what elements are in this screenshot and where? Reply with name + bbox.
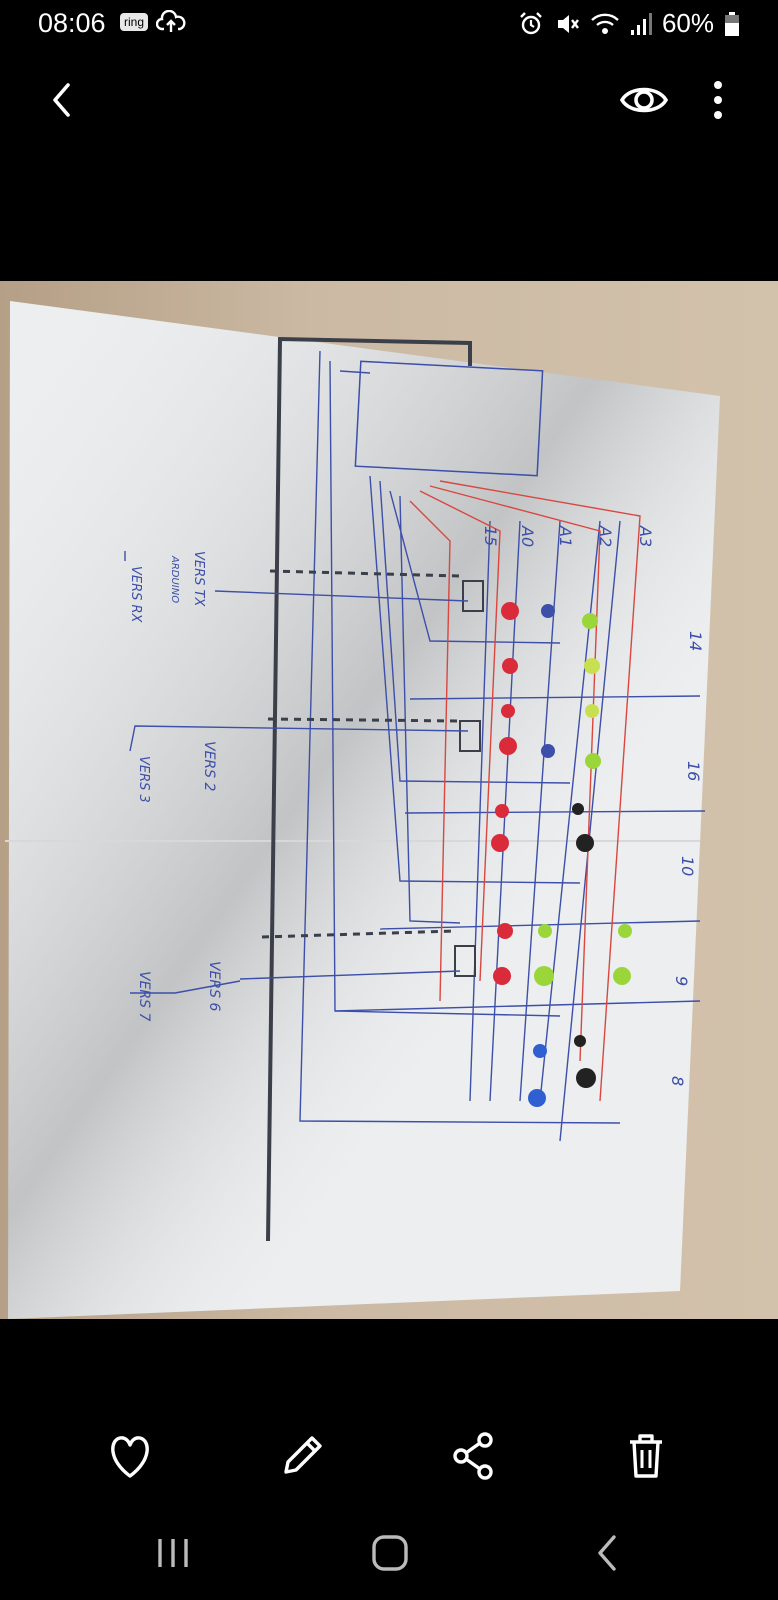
chevron-left-icon [53,83,70,117]
mute-icon [557,14,579,33]
label-a2: A2 [596,525,615,547]
heart-icon [111,1436,149,1478]
cloud-upload-icon [156,10,186,32]
edit-button[interactable] [266,1420,338,1492]
label-15: 15 [481,526,500,546]
label-vers-rx: VERS RX [128,566,143,624]
recents-icon [158,1539,188,1567]
nav-back-icon [598,1535,616,1571]
label-arduino: ARDUINO [169,555,180,603]
viewer-toolbar [0,60,778,140]
label-vers-3: VERS 3 [136,756,151,803]
more-vertical-icon [714,81,722,119]
more-options-button[interactable] [698,75,738,125]
recents-button[interactable] [138,1525,208,1581]
label-vers-2: VERS 2 [201,741,217,791]
home-icon [372,1535,408,1571]
label-a3: A3 [636,525,655,547]
label-9: 9 [672,976,691,986]
status-bar: 08:06 ring 60% [0,0,778,48]
battery-percent: 60% [661,8,714,38]
eye-icon [619,87,669,113]
arduino-board [354,360,544,477]
share-icon [453,1432,493,1480]
back-button[interactable] [40,75,90,125]
label-14: 14 [686,631,705,651]
share-button[interactable] [437,1420,509,1492]
wifi-icon [591,13,619,34]
nav-back-button[interactable] [572,1525,642,1581]
status-time: 08:06 [38,8,106,38]
label-a0: A0 [518,525,537,547]
alarm-icon [520,11,542,34]
ring-notification-icon: ring [120,13,149,31]
trash-icon [630,1434,662,1478]
photo-view[interactable]: 14 16 10 9 8 A3 A2 A1 A0 15 VERS TX ARDU… [0,281,778,1319]
signal-icon [630,12,652,35]
label-vers-tx: VERS TX [191,551,206,607]
label-8: 8 [668,1076,687,1086]
battery-icon [725,11,739,36]
label-a1: A1 [556,525,575,547]
status-right: 60% [518,8,740,39]
label-vers-7: VERS 7 [136,971,152,1021]
photo-action-bar [0,1420,778,1492]
delete-button[interactable] [610,1420,682,1492]
favorite-button[interactable] [94,1420,166,1492]
status-left-icons: ring [120,10,186,34]
label-10: 10 [678,856,697,876]
home-button[interactable] [355,1525,425,1581]
label-16: 16 [684,761,703,781]
system-nav-bar [0,1515,778,1590]
circuit-sketch-photo: 14 16 10 9 8 A3 A2 A1 A0 15 VERS TX ARDU… [5,301,720,1319]
pencil-icon [284,1436,322,1474]
label-vers-6: VERS 6 [206,961,222,1011]
details-button[interactable] [616,75,672,125]
